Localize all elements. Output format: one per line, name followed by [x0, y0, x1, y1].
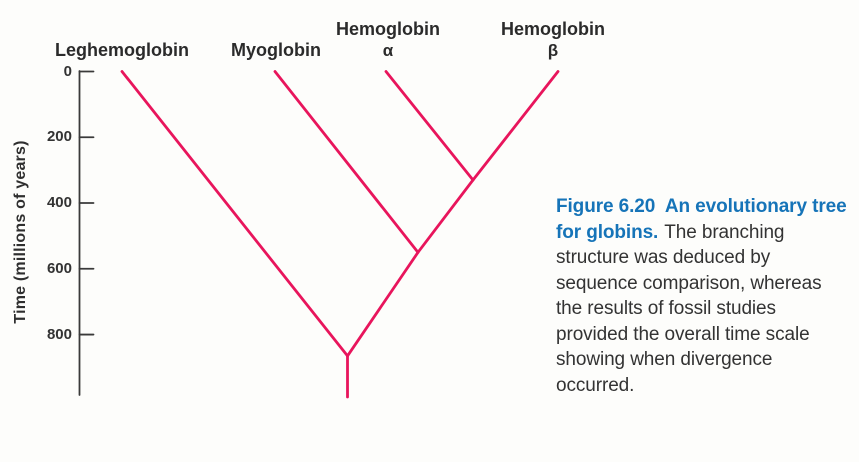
alpha-symbol: α — [382, 41, 394, 60]
label-leghemoglobin: Leghemoglobin — [55, 40, 189, 60]
tick-label-200: 200 — [46, 128, 72, 146]
tick-label-0: 0 — [63, 62, 72, 80]
branch-leghemoglobin — [120, 70, 349, 358]
branch-animal-globin-ancestor — [346, 250, 420, 358]
branch-hemoglobin-beta — [471, 70, 560, 182]
branch-hemoglobin-ancestor — [416, 178, 475, 254]
tick-label-600: 600 — [46, 259, 72, 277]
beta-symbol: β — [547, 41, 559, 60]
tick-label-400: 400 — [46, 194, 72, 212]
label-hemoglobin-beta-name: Hemoglobin — [501, 19, 605, 39]
tick-label-800: 800 — [46, 325, 72, 343]
branch-myoglobin — [273, 70, 420, 254]
figure-caption-body: The branching structure was deduced by s… — [556, 221, 822, 396]
label-hemoglobin-beta: Hemoglobin β — [501, 18, 605, 62]
label-hemoglobin-alpha-name: Hemoglobin — [336, 19, 440, 39]
figure-caption: Figure 6.20 An evolutionary tree for glo… — [556, 194, 852, 398]
time-axis-title: Time (millions of years) — [12, 140, 29, 324]
figure-caption-heading: Figure 6.20 An evolutionary tree for glo… — [556, 196, 847, 243]
label-myoglobin: Myoglobin — [231, 40, 321, 60]
label-hemoglobin-alpha: Hemoglobin α — [336, 18, 440, 62]
branch-hemoglobin-alpha — [384, 70, 475, 182]
